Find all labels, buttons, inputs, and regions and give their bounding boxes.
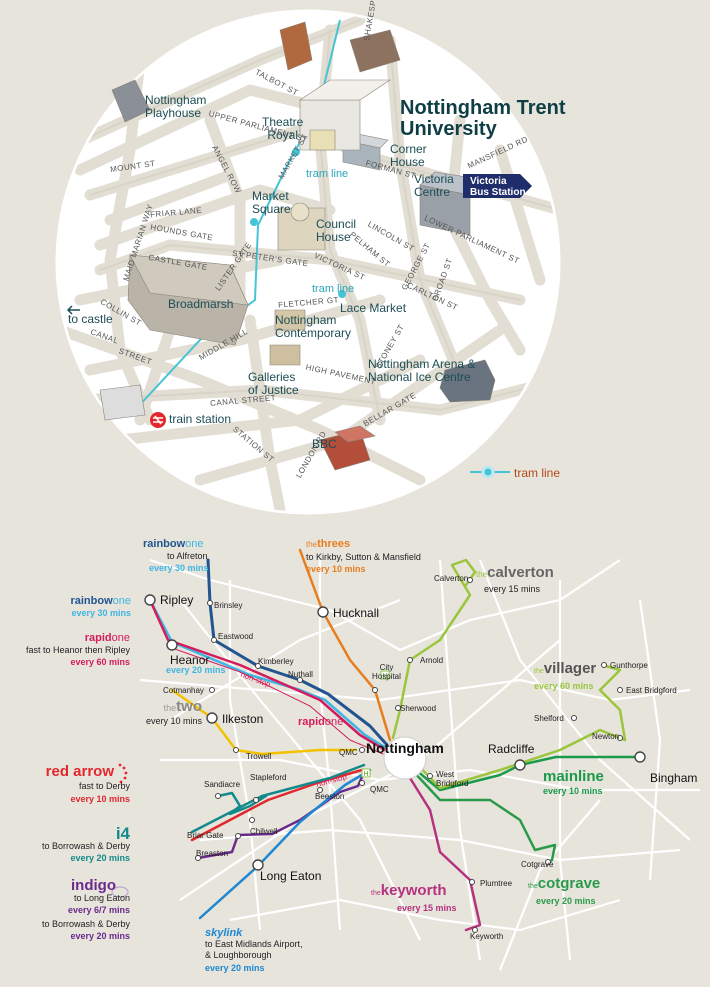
- stop-label: Shelford: [534, 714, 564, 723]
- stop-label: Cotgrave: [521, 860, 554, 869]
- arena-building: [439, 359, 496, 403]
- stop-label: Nuthall: [288, 670, 313, 679]
- route-label-cotgrave: thecotgrave every 20 mins: [528, 875, 601, 906]
- stop-label: Beeston: [315, 792, 345, 801]
- nottingham-label: Nottingham: [366, 740, 444, 756]
- qmc-hospital-icon: H: [361, 768, 371, 778]
- route-label-redarrow: red arrow fast to Derby every 10 mins: [45, 763, 130, 804]
- stop-label: Breaston: [196, 849, 229, 858]
- route-label-rainbowone-left: rainbowone every 30 mins: [70, 595, 131, 618]
- to-castle-label: to castle: [68, 312, 113, 326]
- route-label-threes: thethrees to Kirkby, Sutton & Mansfield …: [306, 538, 421, 574]
- castle-arrow-icon: [66, 305, 80, 315]
- stop-label: Eastwood: [218, 632, 254, 641]
- stop-label: Sherwood: [400, 704, 437, 713]
- route-label-rapidone-map: rapidone: [298, 716, 344, 728]
- tram-legend-icon: [470, 465, 510, 479]
- non-stop-label: non-stop: [315, 772, 348, 789]
- route-label-two: thetwo every 10 mins: [145, 698, 202, 726]
- town-label: Radcliffe: [488, 742, 535, 756]
- train-station-icon: [150, 412, 166, 428]
- contemporary-building: [274, 309, 306, 331]
- route-skylink: [198, 768, 372, 920]
- route-cotgrave: [410, 768, 557, 864]
- route-label-keyworth: thekeyworth every 15 mins: [371, 882, 457, 913]
- stop-label: QMC: [339, 748, 358, 757]
- stop-label: Cotmanhay: [163, 686, 204, 695]
- non-stop-label: non-stop: [239, 669, 272, 690]
- stop-label: Kimberley: [258, 657, 294, 666]
- stop-label: Briar Gate: [187, 831, 224, 840]
- town-label: Long Eaton: [260, 869, 322, 883]
- train-station-label: train station: [169, 412, 232, 426]
- stop-label: QMC: [370, 785, 389, 794]
- galleries-building: [269, 344, 301, 366]
- stop-label: Arnold: [420, 656, 444, 665]
- town-label: Heanor: [170, 653, 210, 667]
- stop-label: Plumtree: [480, 879, 513, 888]
- theatre-building: [309, 129, 336, 151]
- stop-label: Calverton: [434, 574, 469, 583]
- tram-line-label: tram line: [312, 283, 355, 295]
- route-label-villager: thevillager every 60 mins: [534, 660, 597, 691]
- city-map: [55, 9, 561, 515]
- svg-text:H: H: [363, 771, 368, 778]
- street-network: [58, 14, 558, 512]
- arena-label: Nottingham Arena &National Ice Centre: [368, 357, 476, 384]
- broadmarsh-label: Broadmarsh: [168, 297, 234, 311]
- heanor-frequency: every 20 mins: [166, 665, 226, 675]
- tram-line-label: tram line: [306, 168, 349, 180]
- town-label: Bingham: [650, 771, 698, 785]
- stop-label: Newton: [592, 732, 620, 741]
- route-label-rapidone-left: rapidone fast to Heanor then Ripley ever…: [25, 632, 130, 667]
- legend-tram-label: tram line: [514, 466, 561, 480]
- stop-label: Sandiacre: [204, 780, 241, 789]
- stop-label: Gunthorpe: [610, 661, 648, 670]
- bbc-label: BBC: [312, 437, 337, 451]
- buildings: [99, 21, 496, 471]
- stop-label: East Bridgford: [626, 686, 677, 695]
- town-label: Ripley: [160, 593, 194, 607]
- route-sandiacre: [216, 791, 268, 816]
- stop-label: Keyworth: [470, 932, 504, 941]
- bus-station-badge: [463, 174, 532, 198]
- town-label: Ilkeston: [222, 712, 264, 726]
- route-label-rainbowone-top: rainbowone to Alfreton every 30 mins: [143, 538, 209, 573]
- route-label-i4: i4 to Borrowash & Derby every 20 mins: [41, 824, 130, 863]
- stop-label: Stapleford: [250, 773, 287, 782]
- route-label-indigo: indigo to Long Eaton every 6/7 mins to B…: [41, 877, 130, 941]
- stop-label: Trowell: [246, 752, 272, 761]
- stop-label: Chilwell: [250, 827, 278, 836]
- route-label-skylink: skylink to East Midlands Airport, & Loug…: [205, 927, 303, 974]
- stop-label: Brinsley: [214, 601, 243, 610]
- playhouse-building: [111, 79, 151, 123]
- route-label-calverton: thecalverton every 15 mins: [476, 564, 554, 594]
- council-house-building: [277, 207, 326, 251]
- town-label: Hucknall: [333, 606, 380, 620]
- lace-market-label: Lace Market: [340, 301, 407, 315]
- route-label-mainline: mainline every 10 mins: [543, 768, 604, 796]
